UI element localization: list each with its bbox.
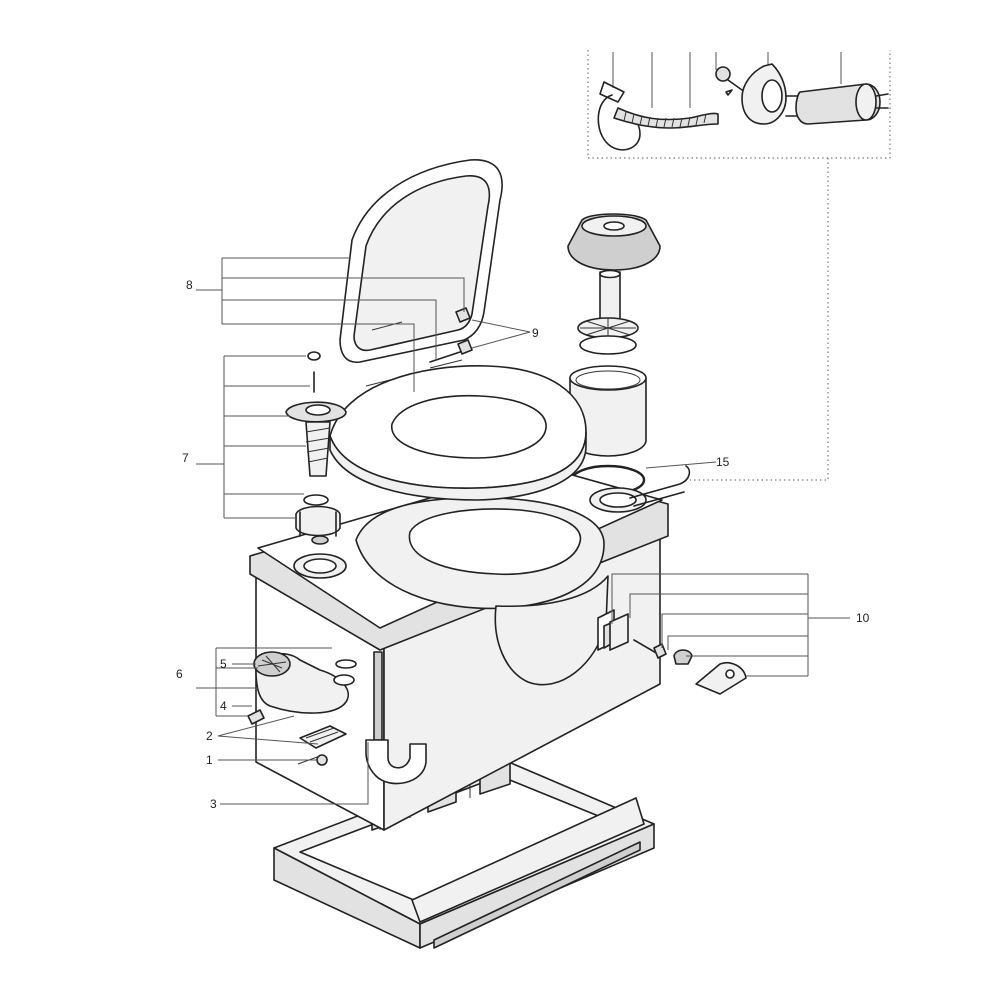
piston-disc-part — [577, 317, 639, 355]
flush-hose-part — [613, 107, 719, 129]
callout-8: 8 — [186, 278, 193, 292]
callout-labels: 1 2 3 4 5 6 7 8 9 10 15 — [176, 278, 870, 811]
leader-lines — [196, 257, 850, 805]
screw-ball-part — [715, 66, 743, 96]
callout-4: 4 — [220, 699, 227, 713]
callout-10: 10 — [856, 611, 870, 625]
water-tank-part — [569, 365, 647, 457]
detail-inset — [587, 50, 891, 481]
holding-tank-base — [273, 731, 655, 949]
drain-knob-part — [285, 351, 347, 545]
callout-5: 5 — [220, 657, 227, 671]
callout-7: 7 — [182, 451, 189, 465]
pump-motor-part — [795, 83, 889, 125]
callout-3: 3 — [210, 797, 217, 811]
callout-9: 9 — [532, 326, 539, 340]
callout-15: 15 — [716, 455, 730, 469]
piston-shaft-part — [599, 269, 621, 321]
fill-cap-part — [567, 213, 661, 271]
level-indicator-part — [247, 651, 357, 725]
callout-1: 1 — [206, 753, 213, 767]
callout-6: 6 — [176, 667, 183, 681]
toilet-lid — [339, 159, 503, 387]
seat-latch-part — [609, 613, 747, 695]
callout-2: 2 — [206, 729, 213, 743]
toilet-seat — [329, 365, 587, 501]
valve-plate-part — [297, 725, 347, 766]
pump-nozzle-part — [741, 63, 801, 125]
hinge-pins-part — [429, 307, 473, 363]
